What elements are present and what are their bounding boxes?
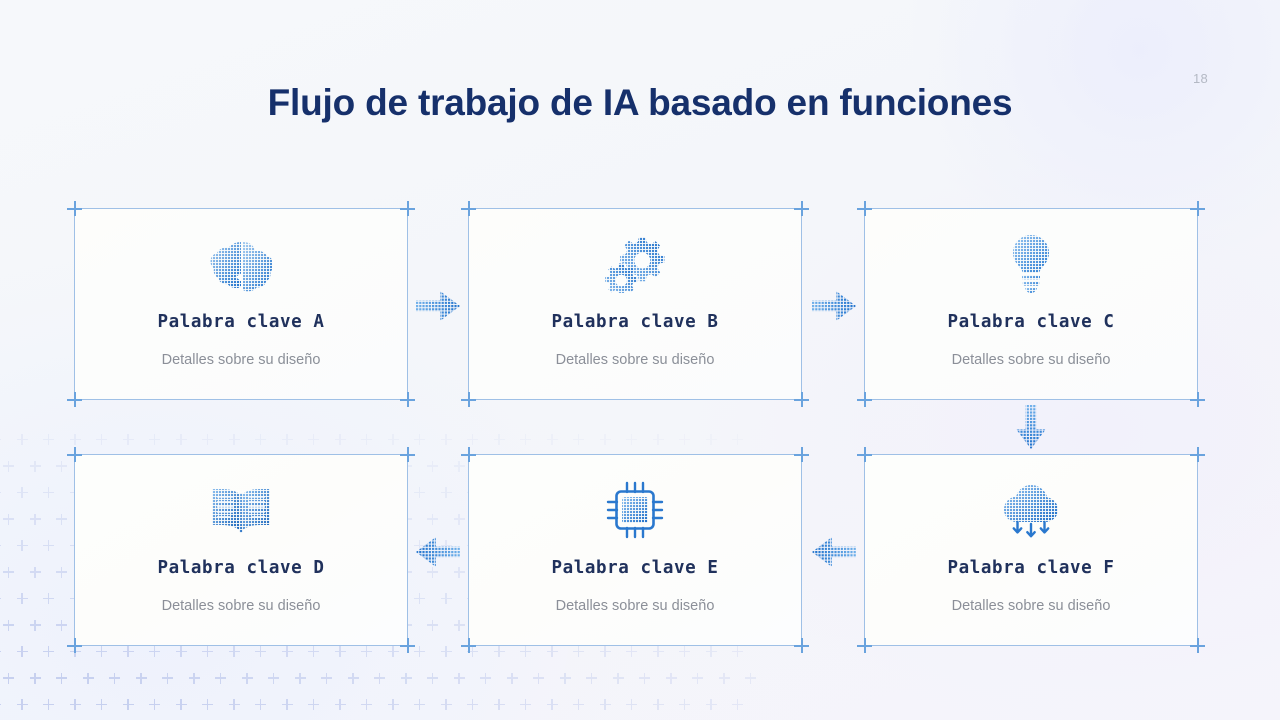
connector-e-to-d	[408, 532, 468, 572]
corner-mark-icon	[67, 392, 82, 407]
arrow-down-icon	[1014, 405, 1048, 449]
cpu-chip-icon	[469, 479, 801, 541]
connector-f-to-e	[804, 532, 864, 572]
card-title: Palabra clave C	[947, 312, 1115, 332]
corner-mark-icon	[794, 201, 809, 216]
connector-c-to-f	[864, 400, 1198, 454]
corner-mark-icon	[400, 638, 415, 653]
card-subtitle: Detalles sobre su diseño	[555, 352, 715, 368]
corner-mark-icon	[67, 638, 82, 653]
gears-icon	[469, 233, 801, 295]
open-book-icon	[75, 479, 407, 541]
card-keyword-a[interactable]: Palabra clave A Detalles sobre su diseño	[67, 201, 415, 407]
corner-mark-icon	[400, 392, 415, 407]
corner-mark-icon	[400, 201, 415, 216]
card-keyword-f[interactable]: Palabra clave F Detalles sobre su diseño	[857, 447, 1205, 653]
corner-mark-icon	[794, 447, 809, 462]
card-subtitle: Detalles sobre su diseño	[161, 352, 321, 368]
card-title: Palabra clave E	[551, 558, 719, 578]
corner-mark-icon	[857, 201, 872, 216]
corner-mark-icon	[461, 638, 476, 653]
card-keyword-e[interactable]: Palabra clave E Detalles sobre su diseño	[461, 447, 809, 653]
card-keyword-d[interactable]: Palabra clave D Detalles sobre su diseño	[67, 447, 415, 653]
corner-mark-icon	[461, 447, 476, 462]
card-subtitle: Detalles sobre su diseño	[951, 352, 1111, 368]
connector-b-to-c	[804, 286, 864, 326]
arrow-left-icon	[416, 535, 460, 569]
card-title: Palabra clave F	[947, 558, 1115, 578]
corner-mark-icon	[1190, 638, 1205, 653]
arrow-right-icon	[416, 289, 460, 323]
corner-mark-icon	[461, 201, 476, 216]
card-title: Palabra clave D	[157, 558, 325, 578]
corner-mark-icon	[461, 392, 476, 407]
card-subtitle: Detalles sobre su diseño	[555, 598, 715, 614]
corner-mark-icon	[400, 447, 415, 462]
corner-mark-icon	[67, 447, 82, 462]
page-title: Flujo de trabajo de IA basado en funcion…	[267, 82, 1013, 123]
corner-mark-icon	[857, 638, 872, 653]
workflow-grid: Palabra clave A Detalles sobre su diseño	[67, 201, 1205, 653]
lightbulb-icon	[865, 233, 1197, 295]
card-title: Palabra clave B	[551, 312, 719, 332]
card-title: Palabra clave A	[157, 312, 325, 332]
corner-mark-icon	[794, 392, 809, 407]
card-subtitle: Detalles sobre su diseño	[951, 598, 1111, 614]
corner-mark-icon	[67, 201, 82, 216]
connector-a-to-b	[408, 286, 468, 326]
corner-mark-icon	[794, 638, 809, 653]
card-keyword-b[interactable]: Palabra clave B Detalles sobre su diseño	[461, 201, 809, 407]
arrow-right-icon	[812, 289, 856, 323]
brain-icon	[75, 233, 407, 295]
card-keyword-c[interactable]: Palabra clave C Detalles sobre su diseño	[857, 201, 1205, 407]
page-number: 18	[1192, 71, 1208, 86]
card-subtitle: Detalles sobre su diseño	[161, 598, 321, 614]
cloud-download-icon	[865, 479, 1197, 541]
arrow-left-icon	[812, 535, 856, 569]
